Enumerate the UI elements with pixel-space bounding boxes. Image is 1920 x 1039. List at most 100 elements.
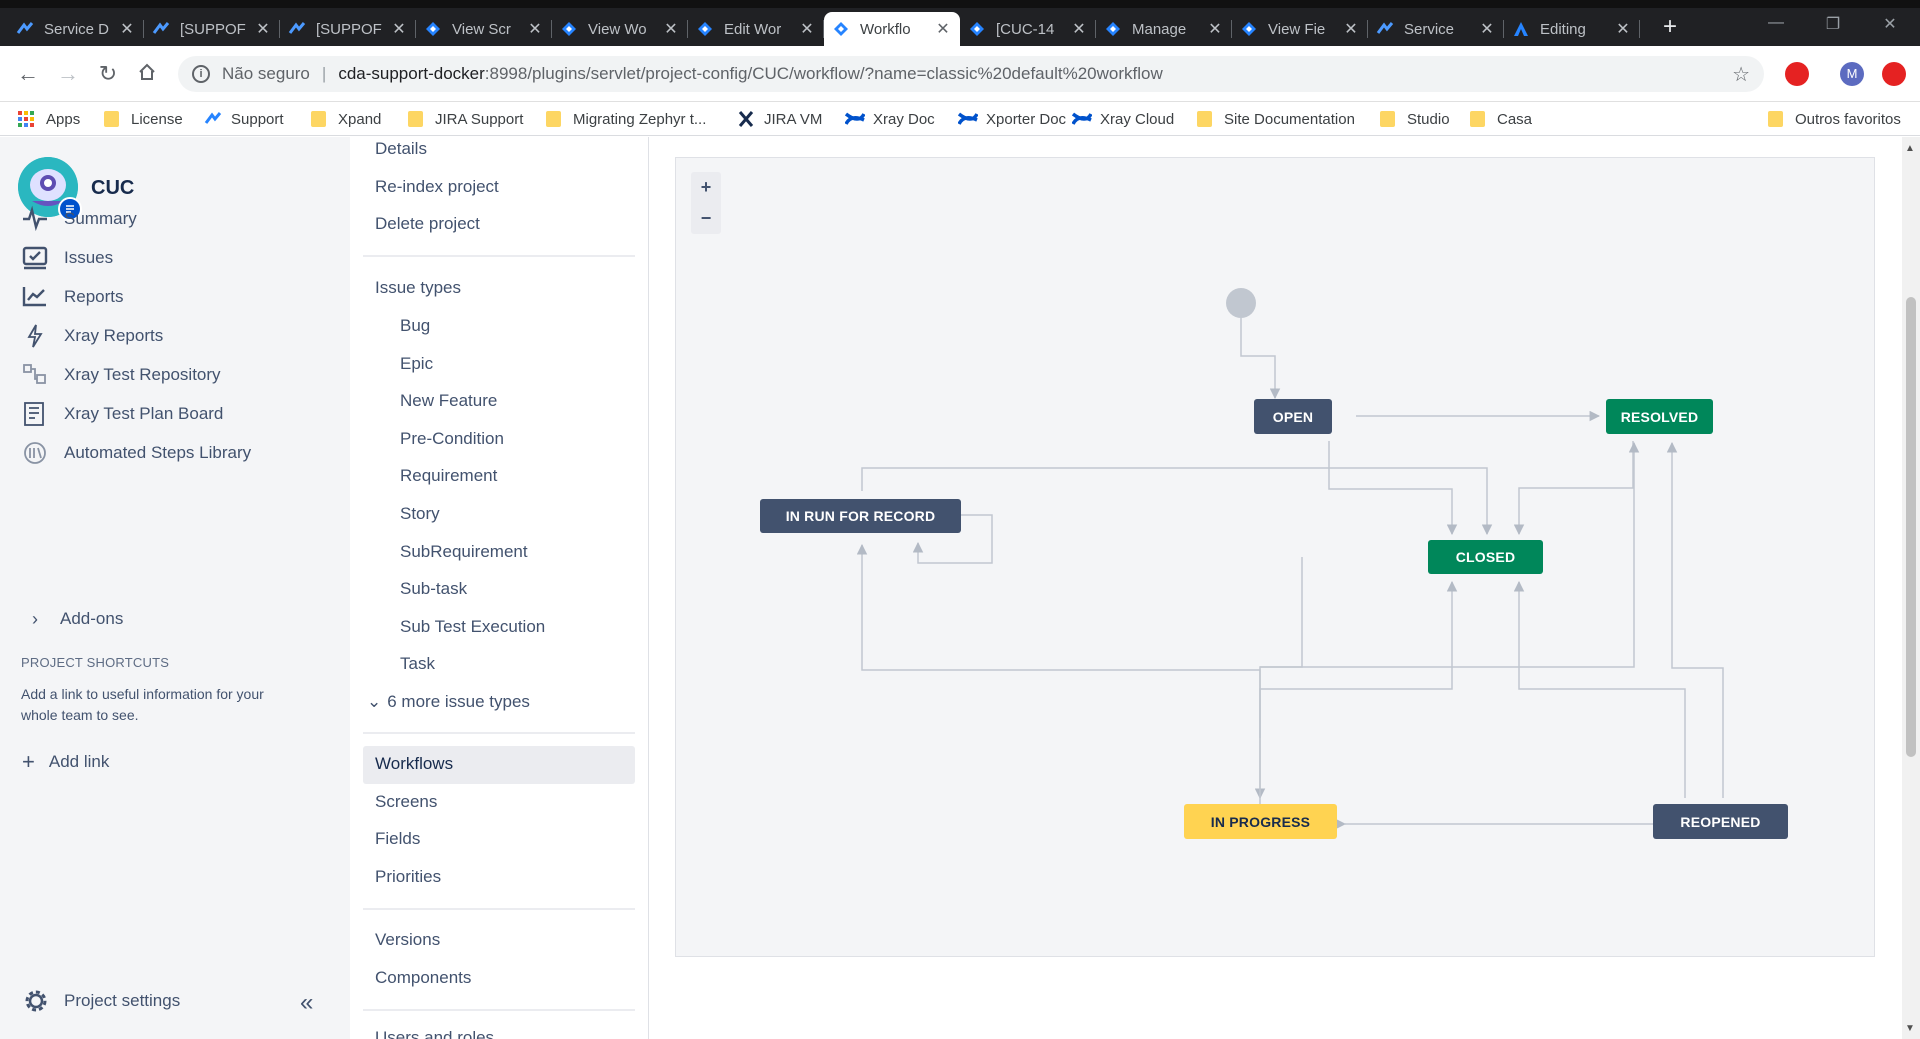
issue-type-sub-test-execution[interactable]: Sub Test Execution [400, 616, 546, 636]
status-resolved[interactable]: RESOLVED [1606, 399, 1713, 434]
nav-reindex-project[interactable]: Re-index project [375, 177, 499, 196]
tab-close-icon[interactable]: ✕ [1480, 21, 1494, 38]
nav-details[interactable]: Details [375, 139, 427, 158]
issue-type-new-feature[interactable]: New Feature [400, 391, 498, 411]
tab-close-icon[interactable]: ✕ [1072, 21, 1086, 38]
add-link-button[interactable]: + Add link [22, 749, 109, 775]
bookmark-item[interactable]: Support [203, 108, 284, 130]
scroll-down-icon[interactable]: ▼ [1905, 1023, 1915, 1034]
tab-close-icon[interactable]: ✕ [1616, 21, 1630, 38]
bookmark-item[interactable]: Xpand [311, 108, 381, 130]
home-icon[interactable] [135, 62, 159, 86]
issue-type-pre-condition[interactable]: Pre-Condition [400, 428, 504, 448]
browser-tab[interactable]: View Scr✕ [416, 12, 552, 46]
issue-type-story[interactable]: Story [400, 504, 440, 523]
nav-versions[interactable]: Versions [375, 930, 441, 949]
bookmark-item[interactable]: Outros favoritos [1768, 108, 1901, 130]
browser-tab[interactable]: Edit Wor✕ [688, 12, 824, 46]
sidebar-item-xray-test-repository[interactable]: Xray Test Repository [20, 360, 221, 390]
tab-close-icon[interactable]: ✕ [664, 21, 678, 38]
sidebar-item-xray-reports[interactable]: Xray Reports [20, 321, 163, 351]
sidebar-item-issues[interactable]: Issues [20, 243, 113, 273]
adblock-extension-icon[interactable] [1785, 62, 1809, 86]
tab-close-icon[interactable]: ✕ [528, 21, 542, 38]
tab-close-icon[interactable]: ✕ [392, 21, 406, 38]
collapse-sidebar-icon[interactable]: « [300, 989, 314, 1016]
issue-type-sub-task[interactable]: Sub-task [400, 579, 468, 599]
minimize-icon[interactable]: — [1768, 14, 1784, 31]
window-close-icon[interactable]: ✕ [1883, 16, 1897, 33]
issue-type-epic[interactable]: Epic [400, 353, 434, 373]
tab-close-icon[interactable]: ✕ [800, 21, 814, 38]
issue-type-bug[interactable]: Bug [400, 316, 431, 335]
tab-close-icon[interactable]: ✕ [120, 21, 134, 38]
browser-tab[interactable]: Service D✕ [8, 12, 144, 46]
forward-icon[interactable]: → [57, 61, 79, 86]
nav-priorities[interactable]: Priorities [375, 867, 442, 886]
bookmark-star-icon[interactable]: ☆ [1732, 63, 1750, 86]
url-host: cda-support-docker [338, 64, 485, 83]
bookmark-item[interactable]: Xray Cloud [1072, 108, 1174, 130]
nav-workflows-selected[interactable] [363, 746, 635, 784]
sidebar-item-summary[interactable]: Summary [20, 204, 137, 234]
issue-type-requirement[interactable]: Requirement [400, 466, 498, 486]
bookmark-item[interactable]: Xporter Doc [958, 108, 1066, 130]
zoom-in-button[interactable]: + [700, 177, 712, 197]
scroll-up-icon[interactable]: ▲ [1905, 143, 1915, 154]
new-tab-button[interactable]: + [1662, 13, 1677, 40]
tab-close-icon[interactable]: ✕ [1344, 21, 1358, 38]
browser-tab[interactable]: [SUPPOF✕ [144, 12, 280, 46]
browser-tab[interactable]: [SUPPOF✕ [280, 12, 416, 46]
browser-tab[interactable]: Workflo✕ [824, 12, 960, 46]
bookmark-item[interactable]: Casa [1470, 108, 1532, 130]
project-settings-link[interactable]: Project settings [22, 987, 180, 1015]
tab-close-icon[interactable]: ✕ [1208, 21, 1222, 38]
nav-users-and-roles[interactable]: Users and roles [375, 1028, 495, 1039]
bookmark-item[interactable]: Apps [18, 108, 80, 130]
browser-tab[interactable]: [CUC-14✕ [960, 12, 1096, 46]
tab-close-icon[interactable]: ✕ [936, 21, 950, 38]
nav-delete-project[interactable]: Delete project [375, 214, 480, 233]
browser-tab[interactable]: Service✕ [1368, 12, 1504, 46]
sidebar-item-add-ons[interactable]: › Add-ons [20, 604, 123, 634]
issue-type-subrequirement[interactable]: SubRequirement [400, 541, 528, 561]
reload-icon[interactable]: ↻ [98, 61, 118, 86]
browser-tab[interactable]: Editing✕ [1504, 12, 1640, 46]
bookmark-item[interactable]: JIRA VM [736, 108, 822, 130]
status-closed[interactable]: CLOSED [1428, 540, 1543, 574]
address-bar[interactable]: i Não seguro | cda-support-docker:8998/p… [178, 56, 1764, 92]
browser-tab[interactable]: Manage ✕ [1096, 12, 1232, 46]
status-in-progress[interactable]: IN PROGRESS [1184, 804, 1337, 839]
restore-icon[interactable]: ❐ [1825, 16, 1841, 33]
back-icon[interactable]: ← [17, 61, 39, 86]
bookmark-item[interactable]: Site Documentation [1197, 108, 1355, 130]
scrollbar-thumb[interactable] [1906, 297, 1916, 757]
browser-tab[interactable]: View Wo✕ [552, 12, 688, 46]
browser-tab[interactable]: View Fie✕ [1232, 12, 1368, 46]
bookmark-item[interactable]: Xray Doc [845, 108, 935, 130]
nav-workflows[interactable]: Workflows [375, 754, 454, 773]
profile-avatar[interactable]: M [1840, 62, 1864, 86]
nav-components[interactable]: Components [375, 968, 472, 987]
zoom-out-button[interactable]: − [700, 208, 712, 228]
tab-label: Manage [1132, 20, 1187, 38]
status-reopened[interactable]: REOPENED [1653, 804, 1788, 839]
nav-fields[interactable]: Fields [375, 829, 421, 848]
sidebar-item-xray-test-plan-board[interactable]: Xray Test Plan Board [20, 399, 223, 429]
bookmark-item[interactable]: JIRA Support [408, 108, 523, 130]
nav-screens[interactable]: Screens [375, 792, 438, 811]
page-scrollbar[interactable]: ▲ ▼ [1902, 137, 1920, 1039]
tab-close-icon[interactable]: ✕ [256, 21, 270, 38]
nav-more-issue-types[interactable]: ⌄6 more issue types [367, 692, 530, 712]
bookmark-item[interactable]: License [104, 108, 183, 130]
update-icon[interactable] [1882, 62, 1906, 86]
issue-type-task[interactable]: Task [400, 654, 435, 674]
status-open[interactable]: OPEN [1254, 399, 1332, 434]
bookmark-item[interactable]: Migrating Zephyr t... [546, 108, 706, 130]
nav-issue-types[interactable]: Issue types [375, 278, 461, 297]
bookmark-item[interactable]: Studio [1380, 108, 1450, 130]
sidebar-item-reports[interactable]: Reports [20, 282, 124, 312]
info-icon[interactable]: i [192, 65, 210, 83]
sidebar-item-automated-steps-library[interactable]: Automated Steps Library [20, 438, 251, 468]
status-in-run-for-record[interactable]: IN RUN FOR RECORD [760, 499, 961, 533]
